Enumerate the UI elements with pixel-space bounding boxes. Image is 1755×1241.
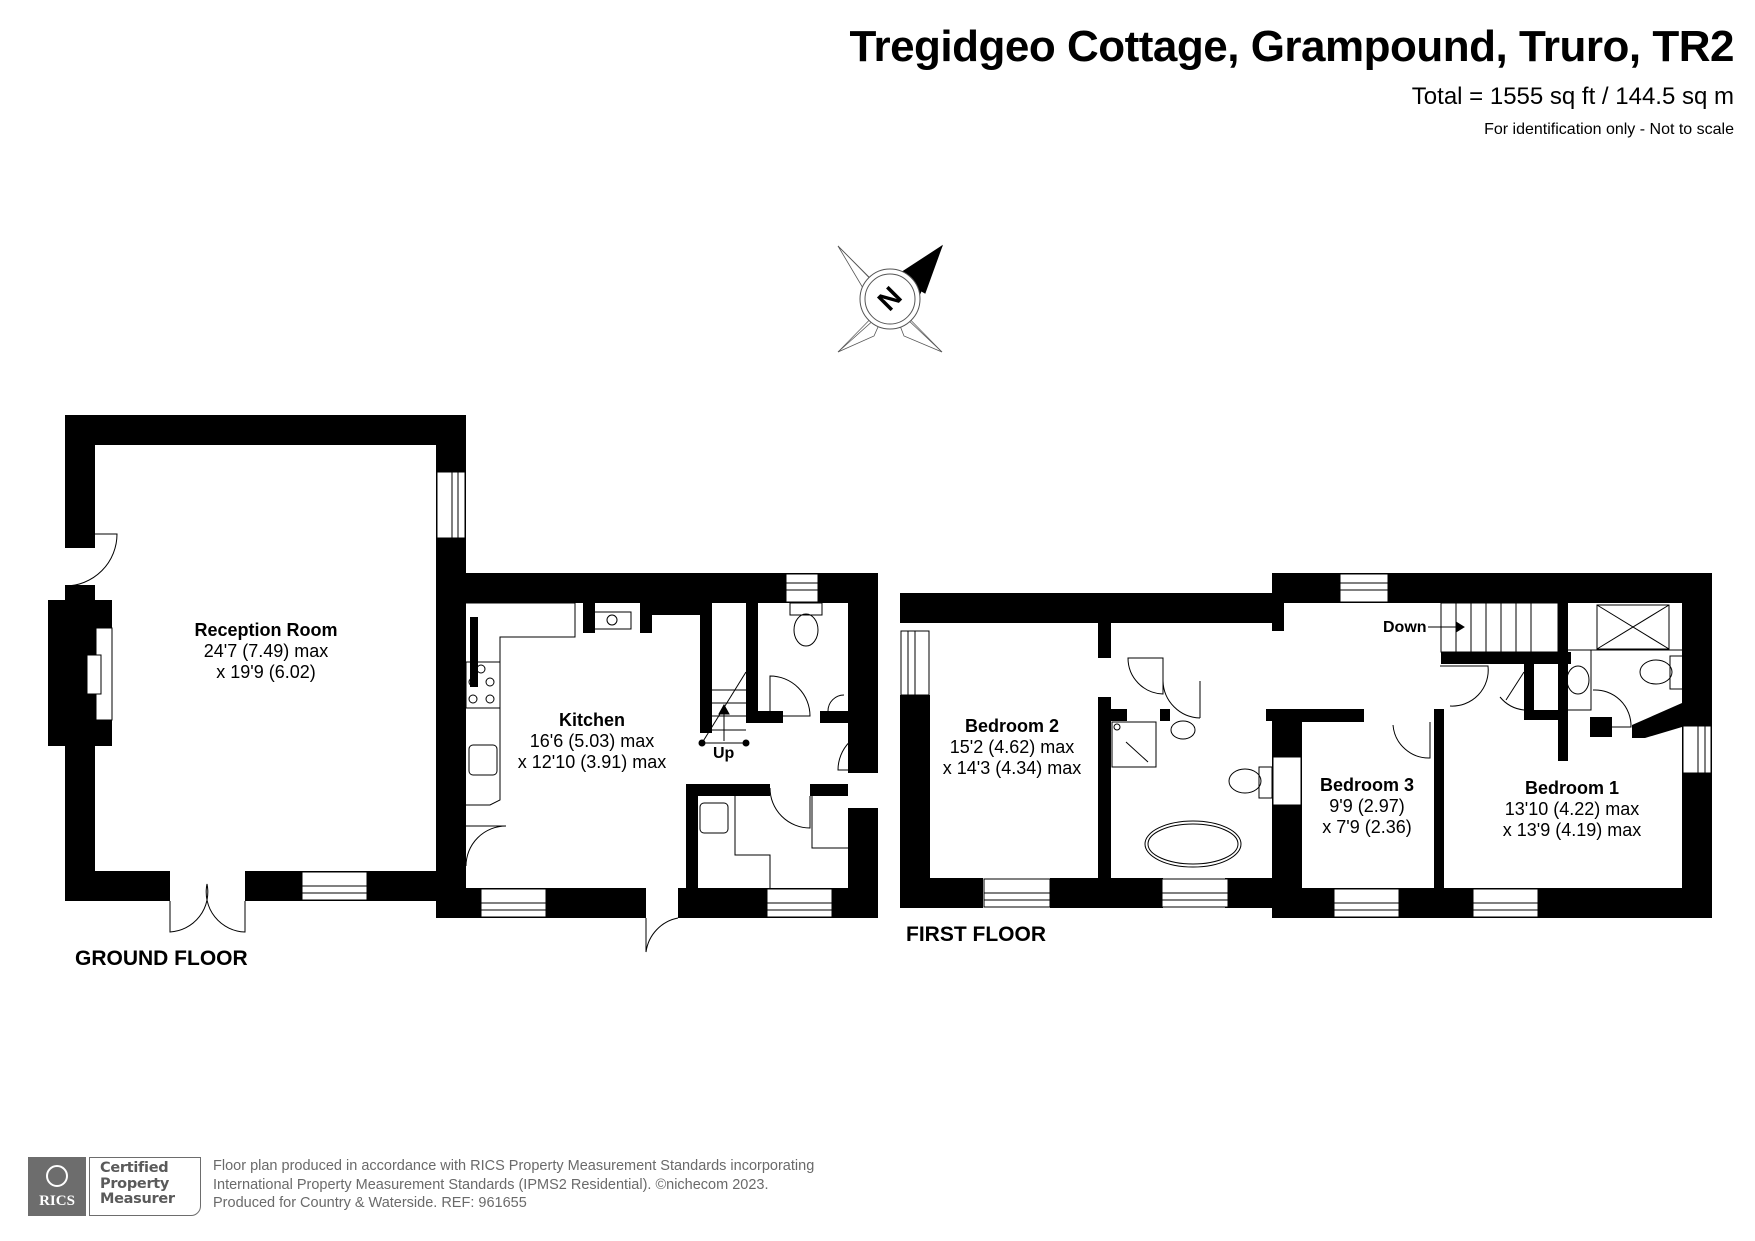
- room-bedroom-1: Bedroom 1 13'10 (4.22) max x 13'9 (4.19)…: [1503, 778, 1642, 841]
- first-floor-doors: [1127, 657, 1632, 759]
- cert-line: Property: [100, 1175, 170, 1192]
- stairs-down-label: Down: [1383, 619, 1427, 636]
- ground-floor-doors: [64, 533, 879, 953]
- room-bedroom-2: Bedroom 2 15'2 (4.62) max x 14'3 (4.34) …: [943, 716, 1082, 779]
- room-name: Bedroom 2: [964, 716, 1060, 736]
- certified-property-measurer-badge: Certified Property Measurer: [89, 1157, 201, 1216]
- rics-lion-icon: [46, 1165, 68, 1187]
- ground-floor-label: GROUND FLOOR: [75, 947, 248, 970]
- room-name: Kitchen: [558, 710, 626, 730]
- total-area: Total = 1555 sq ft / 144.5 sq m: [1411, 83, 1734, 110]
- footer-line: Floor plan produced in accordance with R…: [213, 1158, 815, 1174]
- footer-statement: Floor plan produced in accordance with R…: [213, 1157, 814, 1216]
- room-dimension: 9'9 (2.97): [1329, 796, 1405, 816]
- ground-floor-fixtures: [465, 602, 848, 888]
- room-dimension: 24'7 (7.49) max: [203, 641, 329, 661]
- stairs-up-label: Up: [713, 745, 735, 762]
- room-reception: Reception Room 24'7 (7.49) max x 19'9 (6…: [194, 620, 337, 683]
- room-dimension: x 14'3 (4.34) max: [942, 758, 1082, 778]
- room-name: Bedroom 1: [1524, 778, 1620, 798]
- first-floor-windows: [900, 573, 1712, 918]
- rics-logo-text: RICS: [39, 1193, 75, 1209]
- property-title: Tregidgeo Cottage, Grampound, Truro, TR2: [849, 22, 1735, 71]
- footer: RICS Certified Property Measurer Floor p…: [28, 1157, 814, 1216]
- cert-line: Measurer: [100, 1191, 175, 1207]
- first-floor-fixtures: [1111, 602, 1684, 868]
- room-dimension: 16'6 (5.03) max: [529, 731, 655, 751]
- room-bedroom-3: Bedroom 3 9'9 (2.97) x 7'9 (2.36): [1320, 775, 1414, 838]
- cert-line: Certified: [100, 1160, 169, 1176]
- compass-rose-icon: N: [837, 244, 943, 353]
- room-dimension: x 13'9 (4.19) max: [1502, 820, 1642, 840]
- footer-line: Produced for Country & Waterside. REF: 9…: [213, 1195, 527, 1211]
- room-name: Bedroom 3: [1319, 775, 1415, 795]
- scale-disclaimer: For identification only - Not to scale: [1484, 121, 1734, 138]
- ground-floor-windows: [86, 471, 833, 918]
- room-dimension: x 7'9 (2.36): [1322, 817, 1412, 837]
- first-floor-label: FIRST FLOOR: [906, 923, 1046, 946]
- room-dimension: x 12'10 (3.91) max: [517, 752, 667, 772]
- room-name: Reception Room: [194, 620, 338, 640]
- footer-line: International Property Measurement Stand…: [213, 1176, 769, 1193]
- room-dimension: x 19'9 (6.02): [216, 662, 316, 682]
- room-kitchen: Kitchen 16'6 (5.03) max x 12'10 (3.91) m…: [518, 710, 667, 773]
- rics-logo: RICS: [28, 1157, 86, 1216]
- room-dimension: 15'2 (4.62) max: [949, 737, 1075, 757]
- room-dimension: 13'10 (4.22) max: [1504, 799, 1640, 819]
